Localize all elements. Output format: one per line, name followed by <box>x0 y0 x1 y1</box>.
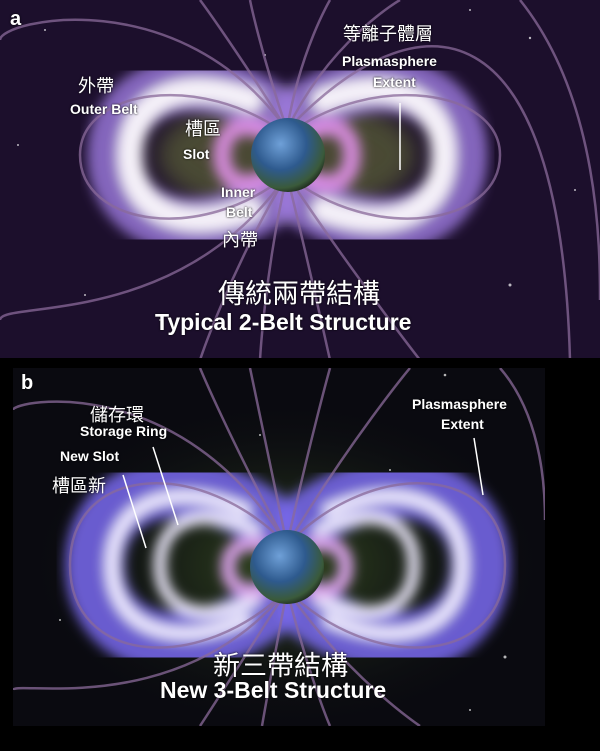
pointer-lines <box>122 437 484 549</box>
outer-belt-cn-label: 外帶 <box>78 76 114 97</box>
panel-b-title: New 3-Belt Structure <box>160 677 387 703</box>
new-slot-cn-label: 槽區新 <box>52 476 106 497</box>
panel-b-title-cn: 新三帶結構 <box>213 651 348 682</box>
earth <box>251 118 325 192</box>
earth <box>250 530 324 604</box>
panel-a-title: Typical 2-Belt Structure <box>155 309 412 335</box>
panel-a-image <box>0 0 600 358</box>
inner-belt-label-1: Inner <box>221 184 256 200</box>
extent-label: Extent <box>373 74 416 90</box>
plasmasphere-label: Plasmasphere <box>342 53 437 69</box>
outer-belt-label: Outer Belt <box>70 101 138 117</box>
magnetic-field-lines <box>13 368 545 726</box>
storage-ring-cn-label: 儲存環 <box>90 405 144 426</box>
extent-label: Extent <box>441 416 484 432</box>
inner-belt-cn-label: 內帶 <box>222 230 258 251</box>
panel-b-image <box>13 368 545 726</box>
plasmasphere-label: Plasmasphere <box>412 396 507 412</box>
panel-a-letter: a <box>10 8 22 30</box>
plasmasphere-cn-label: 等離子體層 <box>343 24 433 45</box>
panel-b-letter: b <box>21 372 34 394</box>
new-slot-label: New Slot <box>60 448 120 464</box>
inner-belt-label-2: Belt <box>226 204 253 220</box>
slot-cn-label: 槽區 <box>185 119 221 140</box>
storage-ring-label: Storage Ring <box>80 423 168 439</box>
slot-label: Slot <box>183 146 210 162</box>
magnetic-field-lines <box>0 0 600 358</box>
panel-a-title-cn: 傳統兩帶結構 <box>218 279 380 310</box>
